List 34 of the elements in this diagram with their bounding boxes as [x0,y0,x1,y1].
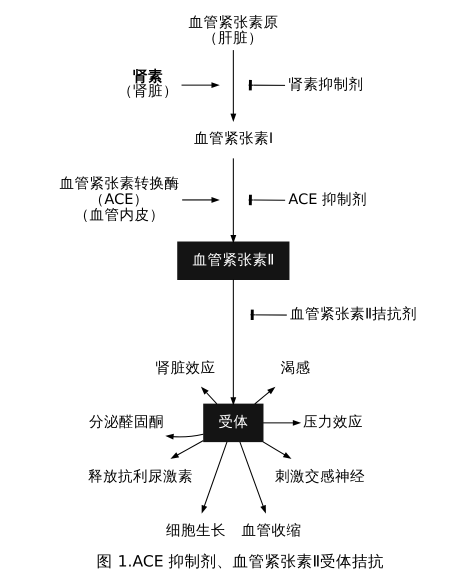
connector [254,314,286,316]
node-box: 受体 [202,404,263,442]
arrow [230,280,236,406]
node-text: 渴感 [280,360,310,377]
node-text: 细胞生长 [165,522,226,539]
node-text: 肾脏效应 [154,360,215,377]
node-box: 血管紧张素Ⅱ [176,242,289,280]
arrow [182,197,220,203]
node-text: 血管紧张素原 （肝脏） [188,15,278,47]
node-text: 血管紧张素转换酶 （ACE） （血管内皮） [58,176,179,224]
arrow [262,420,301,426]
arrow [230,158,236,244]
arrow [238,442,266,514]
arrow [164,434,203,440]
arrow [230,50,236,122]
arrow [170,440,203,459]
node-text: ACE 抑制剂 [288,192,367,208]
arrow [181,82,220,88]
node-text: 分泌醛固酮 [88,414,164,431]
connector [252,84,285,86]
node-text: 刺激交感神经 [274,468,364,485]
arrow [200,386,217,404]
node-text: 肾素 （肾脏） [117,69,178,100]
node-text: 肾素抑制剂 [288,76,363,93]
node-text: 血管紧张素Ⅱ拮抗剂 [289,306,417,323]
arrow [262,441,291,459]
arrow [201,442,227,514]
node-text: 释放抗利尿激素 [87,468,192,485]
caption: 图 1.ACE 抑制剂、血管紧张素Ⅱ受体拮抗 [96,552,384,570]
node-text: 压力效应 [302,414,362,431]
node-text: 血管紧张素Ⅰ [193,131,273,147]
connector [252,200,285,201]
node-text: 血管收缩 [241,522,302,539]
arrow [254,386,275,404]
